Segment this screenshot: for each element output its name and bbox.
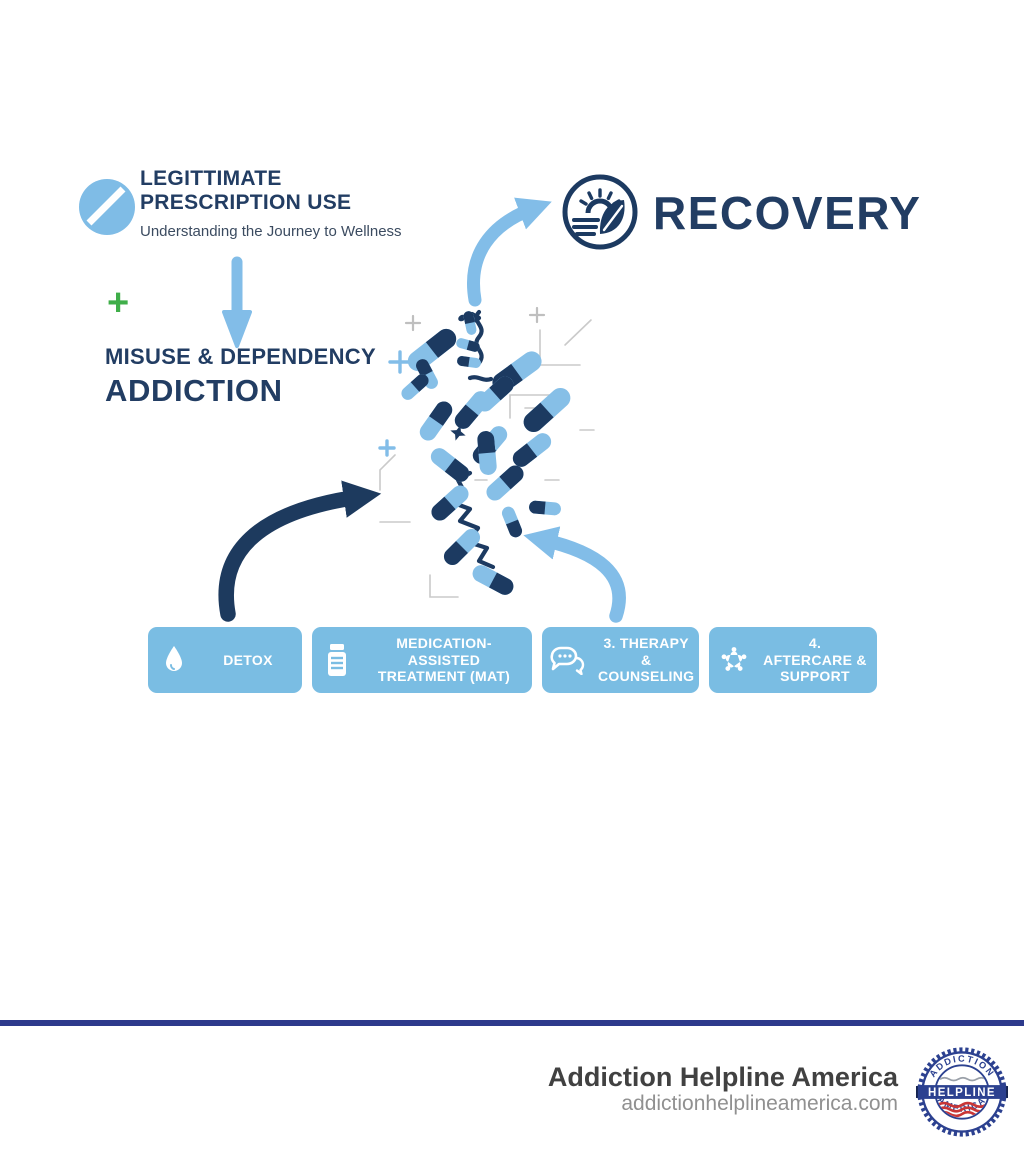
pill-tablet-icon	[79, 179, 135, 235]
step-label: DETOX	[223, 651, 273, 668]
droplet-icon	[148, 644, 200, 676]
arrow-detox-to-pills	[218, 480, 382, 622]
arrow-pills-to-recovery	[467, 197, 552, 307]
step-label: MEDICATION-ASSISTED TREATMENT (MAT)	[377, 635, 511, 685]
step-box-aftercare: 4. AFTERCARE & SUPPORT	[709, 627, 877, 693]
step-box-detox: DETOX	[148, 627, 302, 693]
footer-website: addictionhelplineamerica.com	[621, 1092, 898, 1115]
addiction-title: ADDICTION	[105, 373, 283, 408]
step-box-therapy: 3. THERAPY & COUNSELING	[542, 627, 699, 693]
arrow-therapy-to-pills	[523, 526, 626, 623]
badge-center-text: HELPLINE	[928, 1087, 996, 1099]
pill-bottle-icon	[312, 642, 362, 678]
misuse-dependency-title: MISUSE & DEPENDENCY	[105, 344, 376, 369]
treatment-steps-row: DETOX MEDICATION-ASSISTED TREATMENT (MAT…	[148, 627, 877, 693]
sunrise-leaf-icon	[562, 174, 638, 250]
chat-bubbles-icon	[542, 645, 594, 675]
stage1-subtitle: Understanding the Journey to Wellness	[140, 223, 402, 240]
recovery-title: RECOVERY	[653, 187, 922, 239]
stage1-title-line1: LEGITTIMATE	[140, 167, 282, 190]
footer-divider	[0, 1020, 1024, 1026]
stage2-title-block: MISUSE & DEPENDENCY ADDICTION	[105, 344, 376, 409]
step-box-mat: MEDICATION-ASSISTED TREATMENT (MAT)	[312, 627, 532, 693]
stage1-title-line2: PRESCRIPTION USE	[140, 191, 352, 214]
pills-cluster-illustration	[378, 306, 595, 598]
step-label: 3. THERAPY & COUNSELING	[598, 635, 695, 685]
people-circle-icon	[709, 644, 759, 676]
sparkle-icon	[450, 425, 466, 441]
plus-icon: +	[107, 282, 130, 324]
footer-text-block: Addiction Helpline America addictionhelp…	[548, 1062, 898, 1116]
footer-brand: Addiction Helpline America	[547, 1062, 898, 1092]
stage1-title-block: LEGITTIMATE PRESCRIPTION USE Understandi…	[140, 167, 402, 240]
plus-accent-icon	[404, 314, 422, 332]
step-label: 4. AFTERCARE & SUPPORT	[763, 635, 867, 685]
brand-badge: ADDICTION AMERICA HELPLINE	[916, 1047, 1008, 1137]
arrow-down-icon	[222, 256, 252, 348]
